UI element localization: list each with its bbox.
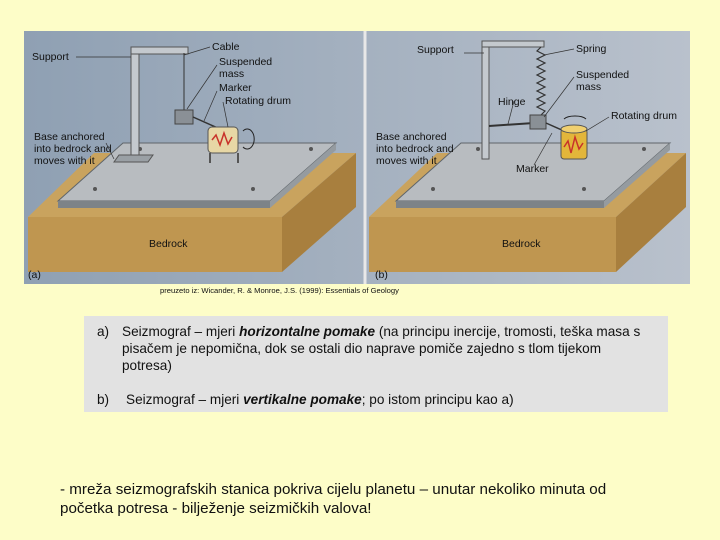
label-suspended-mass-a: Suspended	[219, 56, 272, 68]
bolt	[93, 187, 97, 191]
note-line1: - mreža seizmografskih stanica pokriva c…	[60, 480, 680, 499]
note-line2: početka potresa - bilježenje seizmičkih …	[60, 499, 680, 518]
label-bedrock-b: Bedrock	[502, 238, 541, 250]
label-base-b: into bedrock and	[376, 143, 454, 155]
base-plate-front-b	[396, 201, 604, 208]
panel-letter-b: (b)	[375, 269, 388, 281]
description-b-prefix: Seizmograf – mjeri	[126, 392, 243, 407]
description-a-keyword: horizontalne pomake	[239, 324, 375, 339]
support-post-a	[131, 53, 139, 157]
label-hinge-b: Hinge	[498, 96, 526, 108]
suspended-mass-b	[530, 115, 546, 129]
label-support-a: Support	[32, 51, 69, 63]
description-b-rest: ; po istom principu kao a)	[362, 392, 514, 407]
label-rotating-drum-b: Rotating drum	[611, 110, 677, 122]
description-a-line3: potresa)	[122, 357, 172, 374]
label-support-b: Support	[417, 44, 454, 56]
description-a-prefix: Seizmograf – mjeri	[122, 324, 239, 339]
description-a-letter: a)	[97, 323, 109, 340]
drum-top-b	[561, 125, 587, 133]
description-b-line1: Seizmograf – mjeri vertikalne pomake; po…	[126, 391, 514, 408]
bolt	[582, 187, 586, 191]
support-post-b	[482, 45, 489, 159]
label-cable-a: Cable	[212, 41, 240, 53]
label-base-a: Base anchored	[34, 131, 105, 143]
label-marker-b: Marker	[516, 163, 549, 175]
label-bedrock-a: Bedrock	[149, 238, 188, 250]
network-note: - mreža seizmografskih stanica pokriva c…	[60, 480, 680, 518]
label-suspended-mass-a: mass	[219, 68, 244, 80]
description-a-line1: Seizmograf – mjeri horizontalne pomake (…	[122, 323, 640, 340]
support-foot-a	[114, 155, 153, 162]
bolt	[251, 187, 255, 191]
label-base-a: moves with it	[34, 155, 95, 167]
label-base-b: moves with it	[376, 155, 437, 167]
figure-credit: preuzeto iz: Wicander, R. & Monroe, J.S.…	[160, 286, 399, 295]
description-b-keyword: vertikalne pomake	[243, 392, 362, 407]
description-b-letter: b)	[97, 391, 109, 408]
bedrock-front-b	[369, 217, 616, 272]
support-arm-a	[131, 47, 188, 54]
description-a: a) Seizmograf – mjeri horizontalne pomak…	[97, 323, 665, 375]
description-box: a) Seizmograf – mjeri horizontalne pomak…	[84, 316, 668, 412]
label-suspended-mass-b: mass	[576, 81, 601, 93]
seismograph-figure: Support Cable Suspended mass Marker Rota…	[24, 31, 690, 284]
label-base-b: Base anchored	[376, 131, 447, 143]
description-b: b) Seizmograf – mjeri vertikalne pomake;…	[97, 391, 665, 409]
description-a-rest: (na principu inercije, tromosti, teška m…	[375, 324, 640, 339]
label-base-a: into bedrock and	[34, 143, 112, 155]
bolt	[309, 147, 313, 151]
support-arm-b	[482, 41, 544, 47]
suspended-mass-a	[175, 110, 193, 124]
bolt	[431, 187, 435, 191]
bolt	[476, 147, 480, 151]
description-a-line2: pisačem je nepomična, dok se ostali dio …	[122, 340, 601, 357]
panel-letter-a: (a)	[28, 269, 41, 281]
base-plate-front-a	[58, 201, 270, 208]
label-rotating-drum-a: Rotating drum	[225, 95, 291, 107]
label-spring-b: Spring	[576, 43, 607, 55]
bolt	[642, 147, 646, 151]
label-suspended-mass-b: Suspended	[576, 69, 629, 81]
label-marker-a: Marker	[219, 82, 252, 94]
